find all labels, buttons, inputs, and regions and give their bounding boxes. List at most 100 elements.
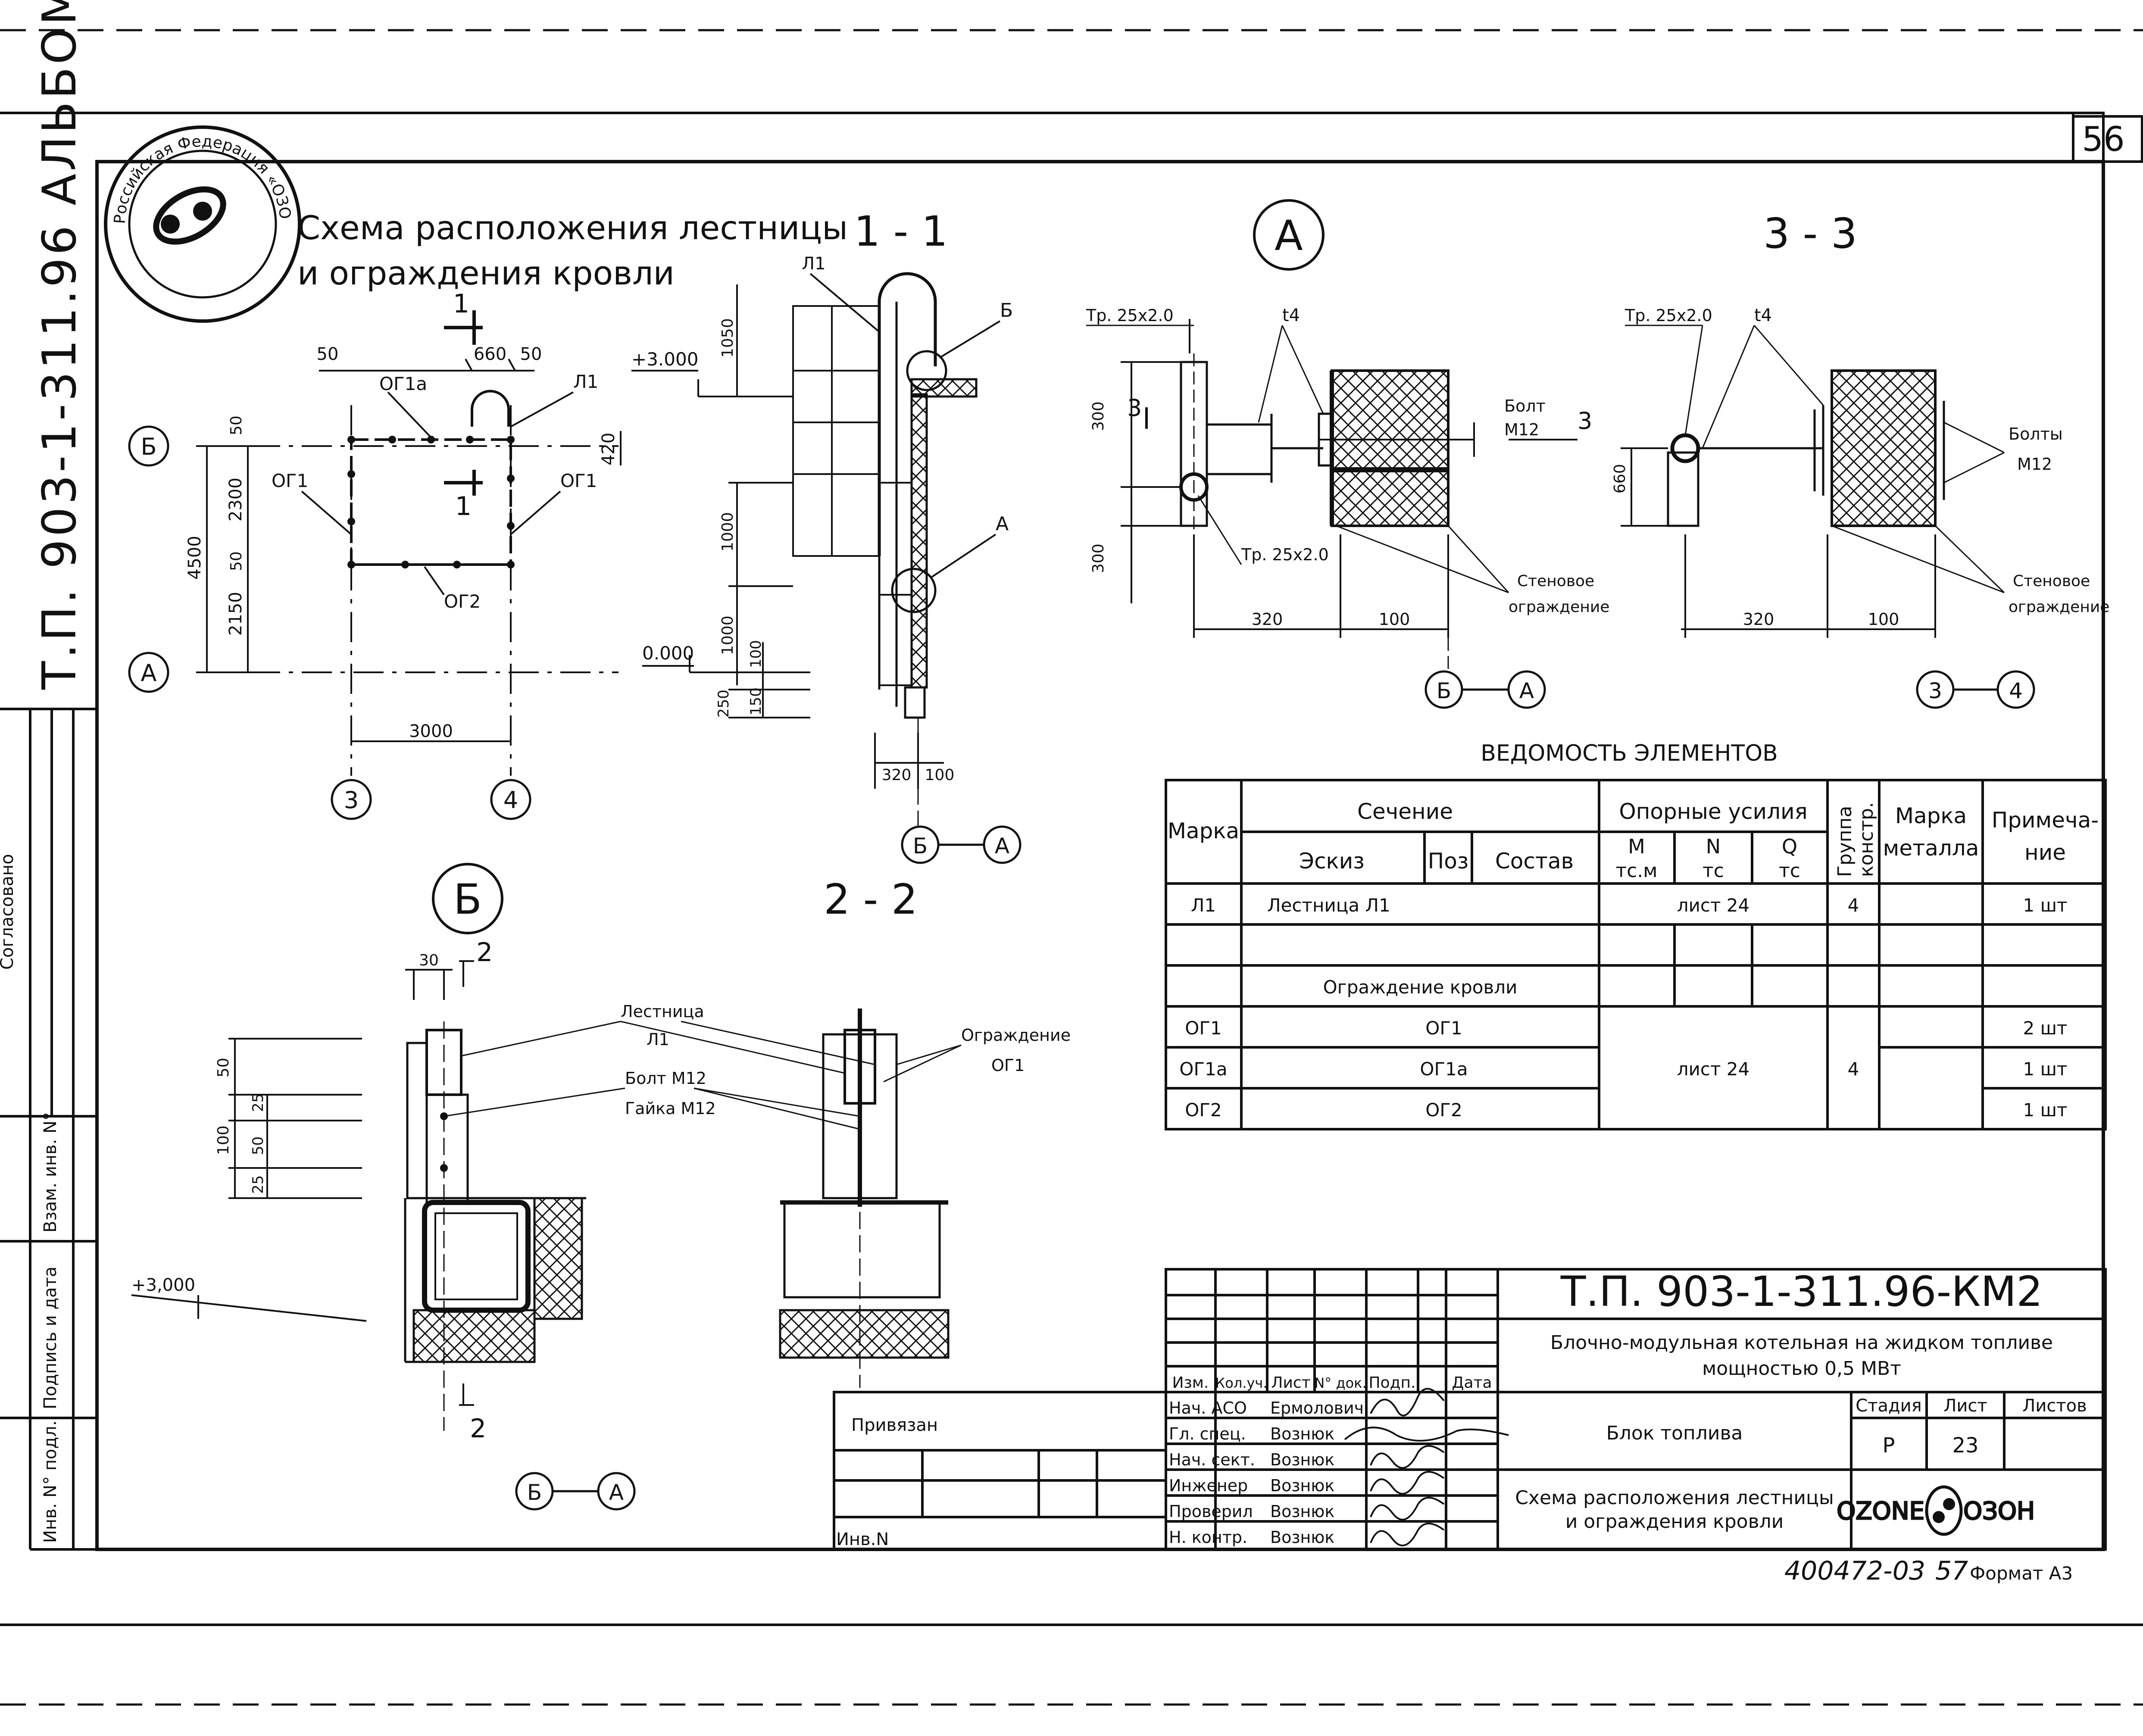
tb-role-3: Нач. сект. [1169,1450,1255,1469]
section-3-3-axis-3: 3 [1928,678,1942,703]
node-b-ladder: Лестница [621,1002,704,1021]
node-b-axis-b: Б [527,1480,542,1505]
section-3-3: 3 - 3 Тр. 25х2.0 t4 Болты М12 Сте [1611,209,2109,709]
tb-col-sign: Подп. [1369,1374,1416,1392]
section-1-1-label-l1: Л1 [802,254,826,274]
album-vertical: Т.П. 903-1-311.96 АЛЬБОМ 3 [33,0,87,690]
section-3-3-wall2: ограждение [2009,598,2109,616]
table-h-m: М [1628,835,1645,858]
section-1-1-dim-100b: 100 [925,766,955,784]
table-h-section: Сечение [1357,799,1453,824]
ozon-logo: OZONE ОЗОН [1836,1485,2036,1536]
tb-sheet-title-2: и ограждения кровли [1565,1511,1784,1533]
sheet-number: 56 [2082,120,2124,159]
plan-dim-420: 420 [599,433,619,465]
node-b-l1: Л1 [647,1030,669,1049]
tb-bound: Привязан [851,1415,938,1435]
plan-label-l1: Л1 [573,371,598,392]
section-1-1: 1 - 1 [631,207,1022,864]
table-row-6-note: 1 шт [2023,1099,2068,1121]
tb-role-6: Н. контр. [1169,1528,1247,1547]
tb-sheets-label: Листов [2022,1396,2087,1416]
tb-name-5: Вознюк [1270,1502,1334,1521]
table-h-m-unit: тс.м [1615,860,1657,882]
section-1-1-label-b: Б [1000,300,1013,322]
section-3-3-dim-660: 660 [1611,464,1629,493]
table-h-metal-1: Марка [1895,803,1967,828]
node-b: Б [131,863,1071,1511]
tb-col-list: Лист [1271,1374,1310,1392]
plan-dim-50-left: 50 [317,344,339,364]
node-b-dim-30: 30 [419,952,439,969]
node-a-dim-320: 320 [1252,610,1283,629]
tb-logo-left: OZONE [1837,1497,1924,1525]
section-3-3-wall1: Стеновое [2013,572,2090,590]
node-a-dim-100: 100 [1379,610,1410,629]
table-row-5-forces: лист 24 [1677,1058,1750,1080]
left-binding-strip [0,708,97,1551]
table-row-3-section: Ограждение кровли [1323,977,1518,998]
node-a-axis-b: Б [1437,678,1451,703]
drawing-title-line1: Схема расположения лестницы [297,209,848,247]
table-h-forces: Опорные усилия [1619,799,1807,824]
node-a-tube-top: Тр. 25х2.0 [1086,306,1174,325]
tb-sheet-title-1: Схема расположения лестницы [1515,1487,1834,1509]
node-a-sec3-left: 3 [1127,394,1142,422]
section-1-1-elev-top: +3.000 [631,349,698,370]
table-h-metal-2: металла [1883,836,1979,861]
node-b-sec2-bottom: 2 [470,1414,486,1444]
tb-sheet-label: Лист [1943,1396,1987,1416]
elements-table: ВЕДОМОСТЬ ЭЛЕМЕНТОВ [1165,740,2107,1130]
node-b-fence: Ограждение [961,1026,1071,1045]
section-1-1-label-a: А [996,513,1009,535]
node-b-title: Б [453,875,482,924]
tb-name-2: Вознюк [1270,1424,1334,1443]
table-h-q: Q [1782,835,1797,858]
node-a-m12: М12 [1504,420,1539,439]
node-b-dim-50b: 50 [250,1137,267,1155]
tb-name-3: Вознюк [1270,1450,1334,1469]
table-row-6-mark: ОГ2 [1185,1099,1221,1121]
plan-dim-50-b: 50 [228,551,245,571]
tb-stage: Р [1883,1433,1895,1458]
node-b-elev: +3,000 [131,1275,195,1295]
table-row-1-group: 4 [1848,895,1859,916]
node-b-dim-25b: 25 [250,1175,267,1194]
table-h-sketch: Эскиз [1299,849,1365,874]
tb-name-1: Ермолович [1270,1399,1364,1418]
plan-axis-a: А [141,659,157,687]
tb-archive-no: 400472-03 [1784,1556,1925,1586]
table-row-1-note: 1 шт [2023,895,2068,916]
node-b-bolt: Болт М12 [625,1069,706,1088]
plan-dim-4500: 4500 [185,536,205,580]
drawing-title-line2: и ограждения кровли [297,254,675,292]
table-row-5-section: ОГ1а [1420,1058,1468,1080]
tb-project-2: мощностью 0,5 МВт [1702,1358,1901,1380]
table-row-1-mark: Л1 [1191,895,1216,916]
plan-dim-50-right: 50 [520,344,542,364]
tb-stage-label: Стадия [1856,1396,1921,1416]
section-1-1-axis-a: А [995,834,1009,859]
table-row-1-section: Лестница Л1 [1267,895,1390,916]
node-a: А Тр. 25х2.0 t4 [1086,199,1609,709]
plan-axis-3: 3 [344,787,359,814]
section-1-1-dim-1000a: 1000 [719,512,737,552]
node-b-sec2-top: 2 [476,937,493,968]
section-3-3-t4: t4 [1754,306,1772,325]
section-3-3-dim-100: 100 [1868,610,1899,629]
node-a-t4: t4 [1282,306,1300,325]
section-3-3-axis-4: 4 [2009,678,2023,703]
table-h-pos: Поз [1428,849,1469,874]
table-h-group-1: Группа [1834,806,1856,877]
tb-role-5: Проверил [1169,1502,1253,1521]
strip-label-swap: Взам. инв. N° [41,1112,60,1233]
table-h-n-unit: тс [1703,860,1724,882]
node-b-dim-50a: 50 [215,1058,232,1077]
plan-axis-4: 4 [503,787,518,814]
section-1-1-dim-320: 320 [882,766,912,784]
section-3-3-dim-320: 320 [1743,610,1774,629]
tb-col-date: Дата [1452,1374,1492,1392]
agreed-vertical: Согласовано [0,854,17,970]
section-2-2-title: 2 - 2 [824,875,918,924]
